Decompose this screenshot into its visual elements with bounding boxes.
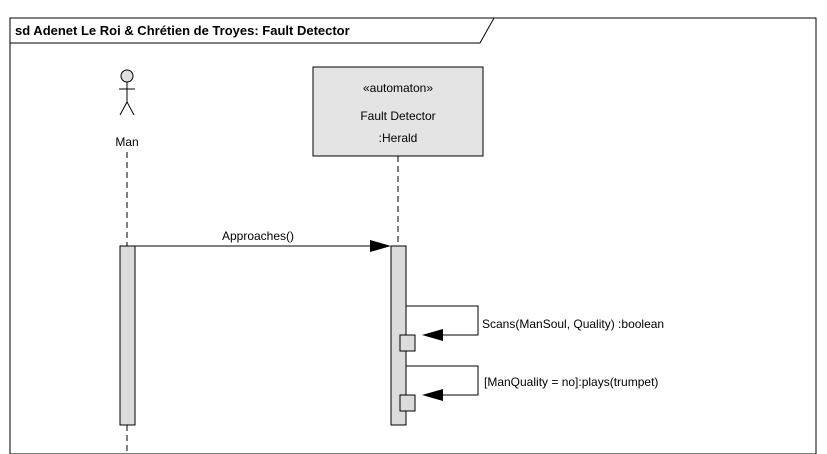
object-name: Fault Detector (360, 109, 435, 123)
fault-detector-object-box[interactable]: «automaton» Fault Detector :Herald (312, 66, 484, 157)
actor-head (120, 69, 134, 83)
man-activation-bar (119, 245, 136, 426)
arrowhead-icon (422, 389, 443, 401)
object-stereotype: «automaton» (363, 81, 433, 95)
nested-activation-bar (399, 394, 416, 412)
message-self-call-line (406, 365, 479, 396)
object-box (312, 66, 484, 157)
frame-title: sd Adenet Le Roi & Chrétien de Troyes: F… (15, 23, 350, 38)
message-self-call-line (406, 305, 479, 336)
message-plays-trumpet-label: [ManQuality = no]:plays(trumpet) (484, 375, 658, 389)
message-scans[interactable]: Scans(ManSoul, Quality) :boolean (399, 305, 664, 352)
frame-title-tab (9, 17, 495, 44)
message-approaches[interactable]: Approaches() (135, 229, 391, 252)
actor-man[interactable]: Man (115, 69, 139, 149)
message-approaches-label: Approaches() (222, 229, 294, 243)
actor-man-label: Man (115, 135, 138, 149)
message-plays-trumpet[interactable]: [ManQuality = no]:plays(trumpet) (399, 365, 658, 412)
nested-activation-bar (399, 334, 416, 352)
arrowhead-icon (422, 329, 443, 341)
arrowhead-icon (370, 240, 391, 252)
object-type: :Herald (379, 131, 418, 145)
actor-left-leg (119, 101, 128, 116)
message-scans-label: Scans(ManSoul, Quality) :boolean (482, 317, 664, 331)
actor-right-leg (126, 101, 135, 116)
